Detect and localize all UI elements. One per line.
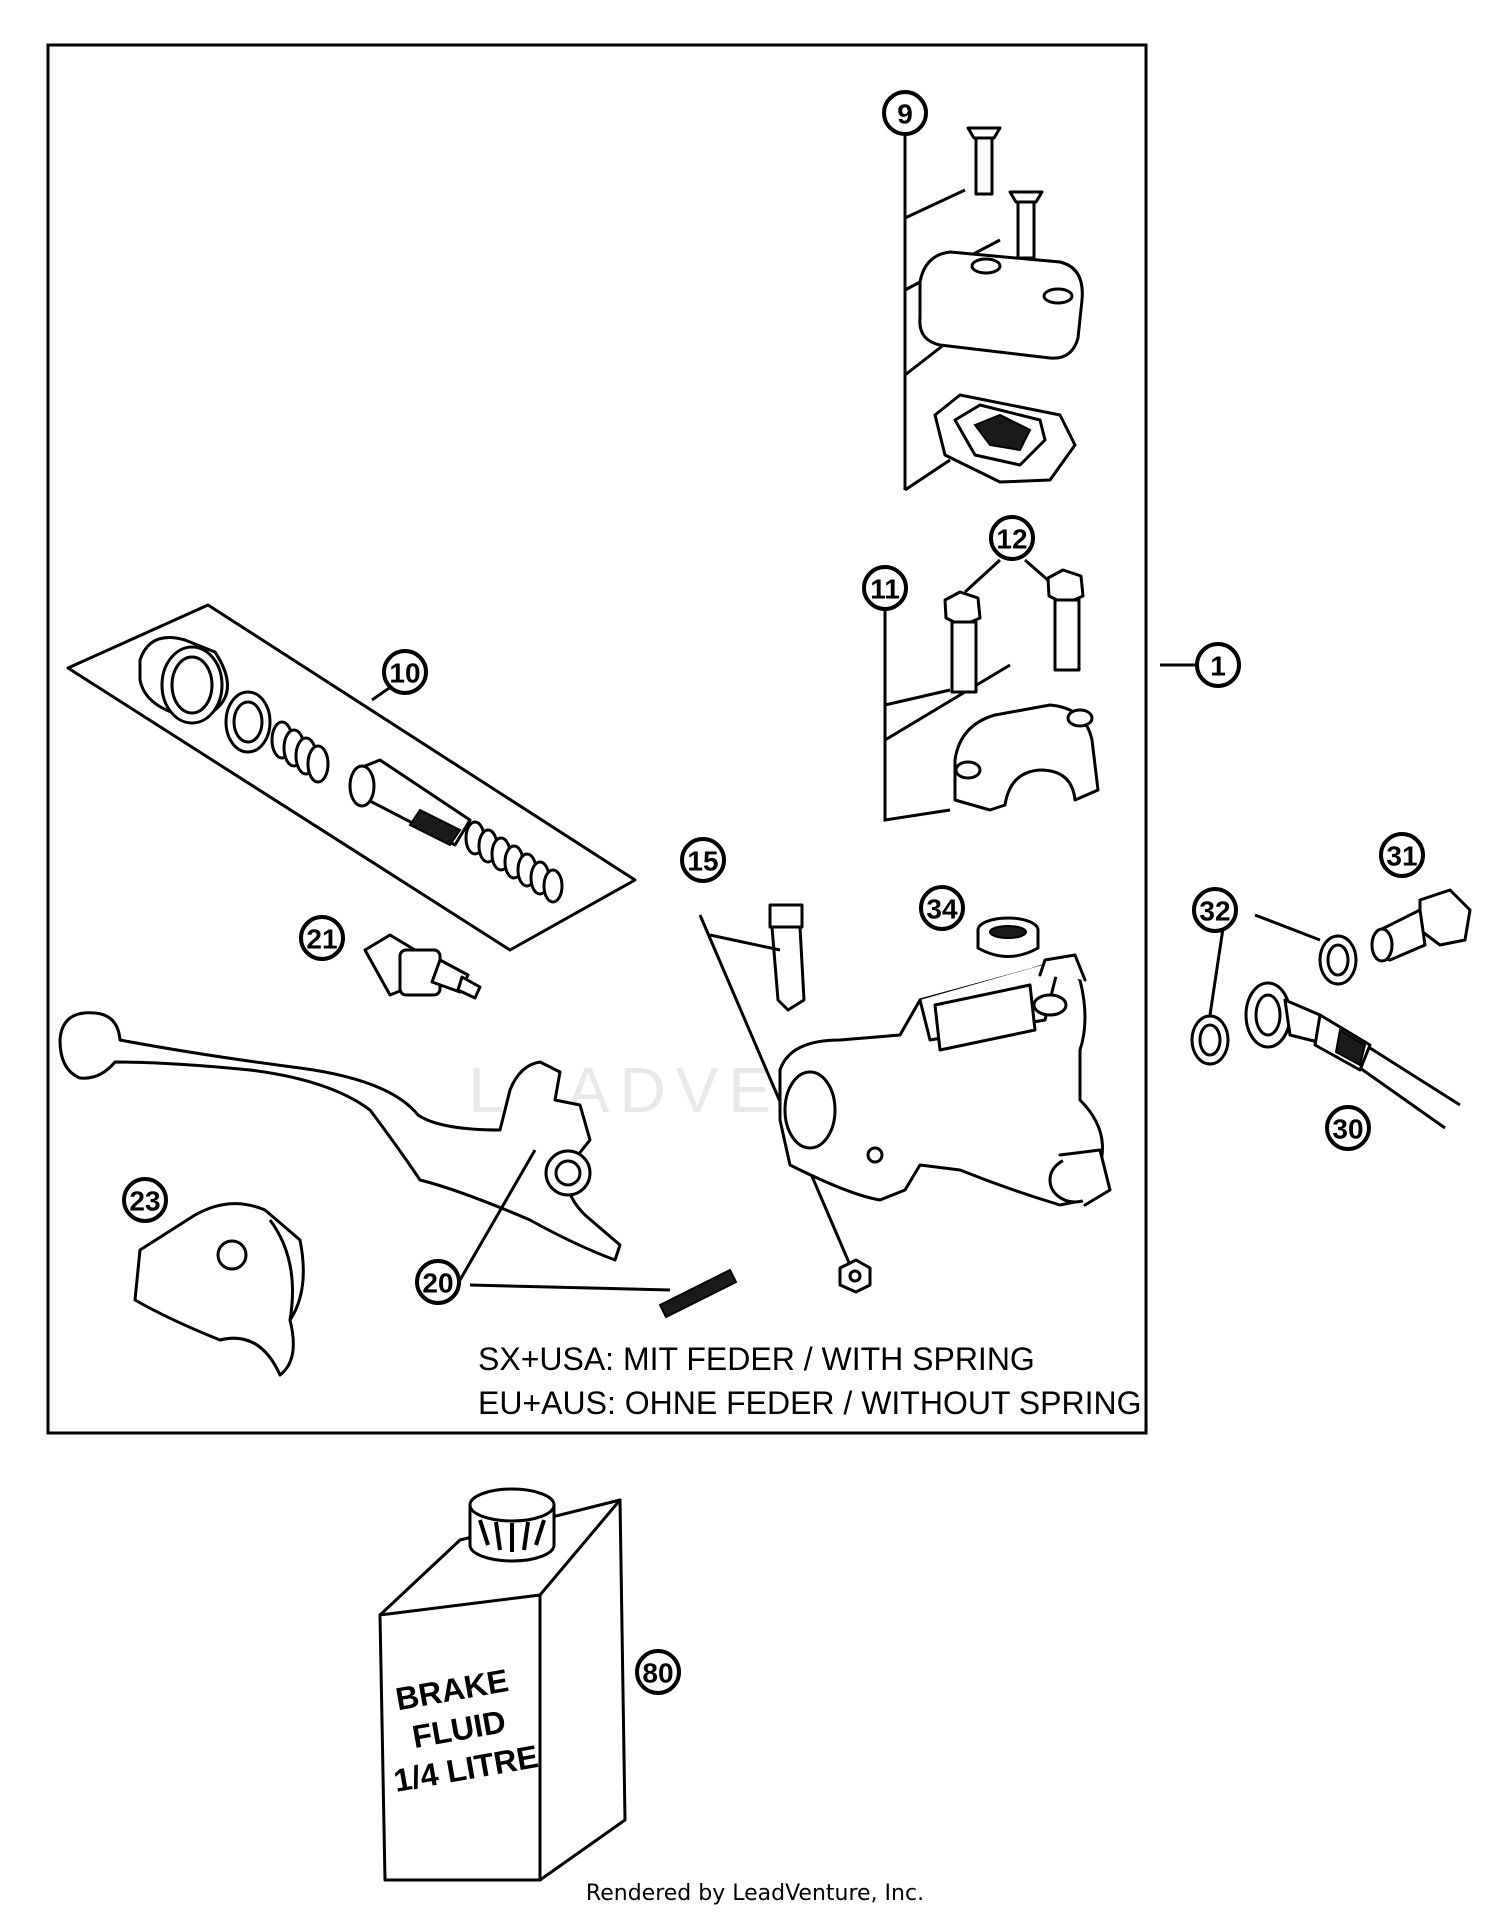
svg-text:80: 80 (642, 1658, 673, 1689)
reservoir-plug (976, 916, 1040, 958)
callout-32[interactable]: 32 (1192, 887, 1238, 933)
brake-fluid-can: BRAKE FLUID 1/4 LITRE (378, 1487, 627, 1882)
svg-text:30: 30 (1332, 1114, 1363, 1145)
callout-80[interactable]: 80 (635, 1649, 681, 1695)
handlebar-clamp (953, 703, 1100, 812)
circlip (224, 690, 272, 754)
note-without-spring: EU+AUS: OHNE FEDER / WITHOUT SPRING (478, 1385, 1141, 1421)
svg-text:9: 9 (897, 99, 913, 130)
svg-text:32: 32 (1199, 896, 1230, 927)
reservoir-cover (918, 250, 1084, 360)
cover-screw (966, 126, 1002, 196)
banjo-bolt (1370, 888, 1472, 963)
callout-23[interactable]: 23 (122, 1177, 168, 1223)
callout-9[interactable]: 9 (882, 90, 928, 136)
lever-spring (658, 1268, 738, 1319)
piston-kit-group (66, 603, 637, 952)
callout-10[interactable]: 10 (382, 649, 428, 695)
note-with-spring: SX+USA: MIT FEDER / WITH SPRING (478, 1341, 1035, 1377)
lever-adjuster (363, 933, 482, 1000)
callout-34[interactable]: 34 (919, 885, 965, 931)
lever-boot (133, 1202, 305, 1377)
hand-lever (58, 1011, 622, 1262)
callout-11[interactable]: 11 (862, 565, 908, 611)
svg-text:12: 12 (996, 524, 1027, 555)
piston (348, 758, 472, 847)
reservoir-cover-group (903, 126, 1084, 492)
callout-21[interactable]: 21 (299, 915, 345, 961)
callout-12[interactable]: 12 (989, 515, 1035, 561)
callout-31[interactable]: 31 (1379, 832, 1425, 878)
svg-text:34: 34 (926, 894, 958, 925)
pivot-nut (838, 1258, 872, 1294)
svg-text:10: 10 (389, 658, 420, 689)
svg-text:15: 15 (687, 846, 718, 877)
clamp-bolt (1046, 568, 1085, 672)
callout-1[interactable]: 1 (1195, 642, 1241, 688)
svg-text:1: 1 (1210, 651, 1226, 682)
cover-screw (1008, 190, 1044, 260)
sealing-washer (1190, 1014, 1230, 1066)
piston-boot (138, 636, 229, 725)
sealing-washer (1318, 934, 1358, 986)
svg-text:20: 20 (422, 1268, 453, 1299)
svg-text:11: 11 (870, 574, 900, 605)
callout-15[interactable]: 15 (680, 837, 726, 883)
svg-text:23: 23 (129, 1186, 160, 1217)
brake-hose (1244, 981, 1461, 1130)
return-spring (464, 820, 564, 904)
footer-credit: Rendered by LeadVenture, Inc. (586, 1881, 924, 1906)
reservoir-diaphragm (933, 393, 1077, 484)
master-cylinder-body (778, 953, 1112, 1207)
handlebar-clamp-group (883, 558, 1100, 822)
svg-text:21: 21 (306, 924, 337, 955)
spring-small (270, 720, 330, 784)
clamp-bolt (943, 590, 982, 694)
svg-text:31: 31 (1386, 841, 1417, 872)
callout-20[interactable]: 20 (415, 1259, 461, 1305)
pivot-bolt (768, 903, 806, 1012)
assembly-frame (46, 43, 1148, 1435)
callout-30[interactable]: 30 (1325, 1105, 1371, 1151)
